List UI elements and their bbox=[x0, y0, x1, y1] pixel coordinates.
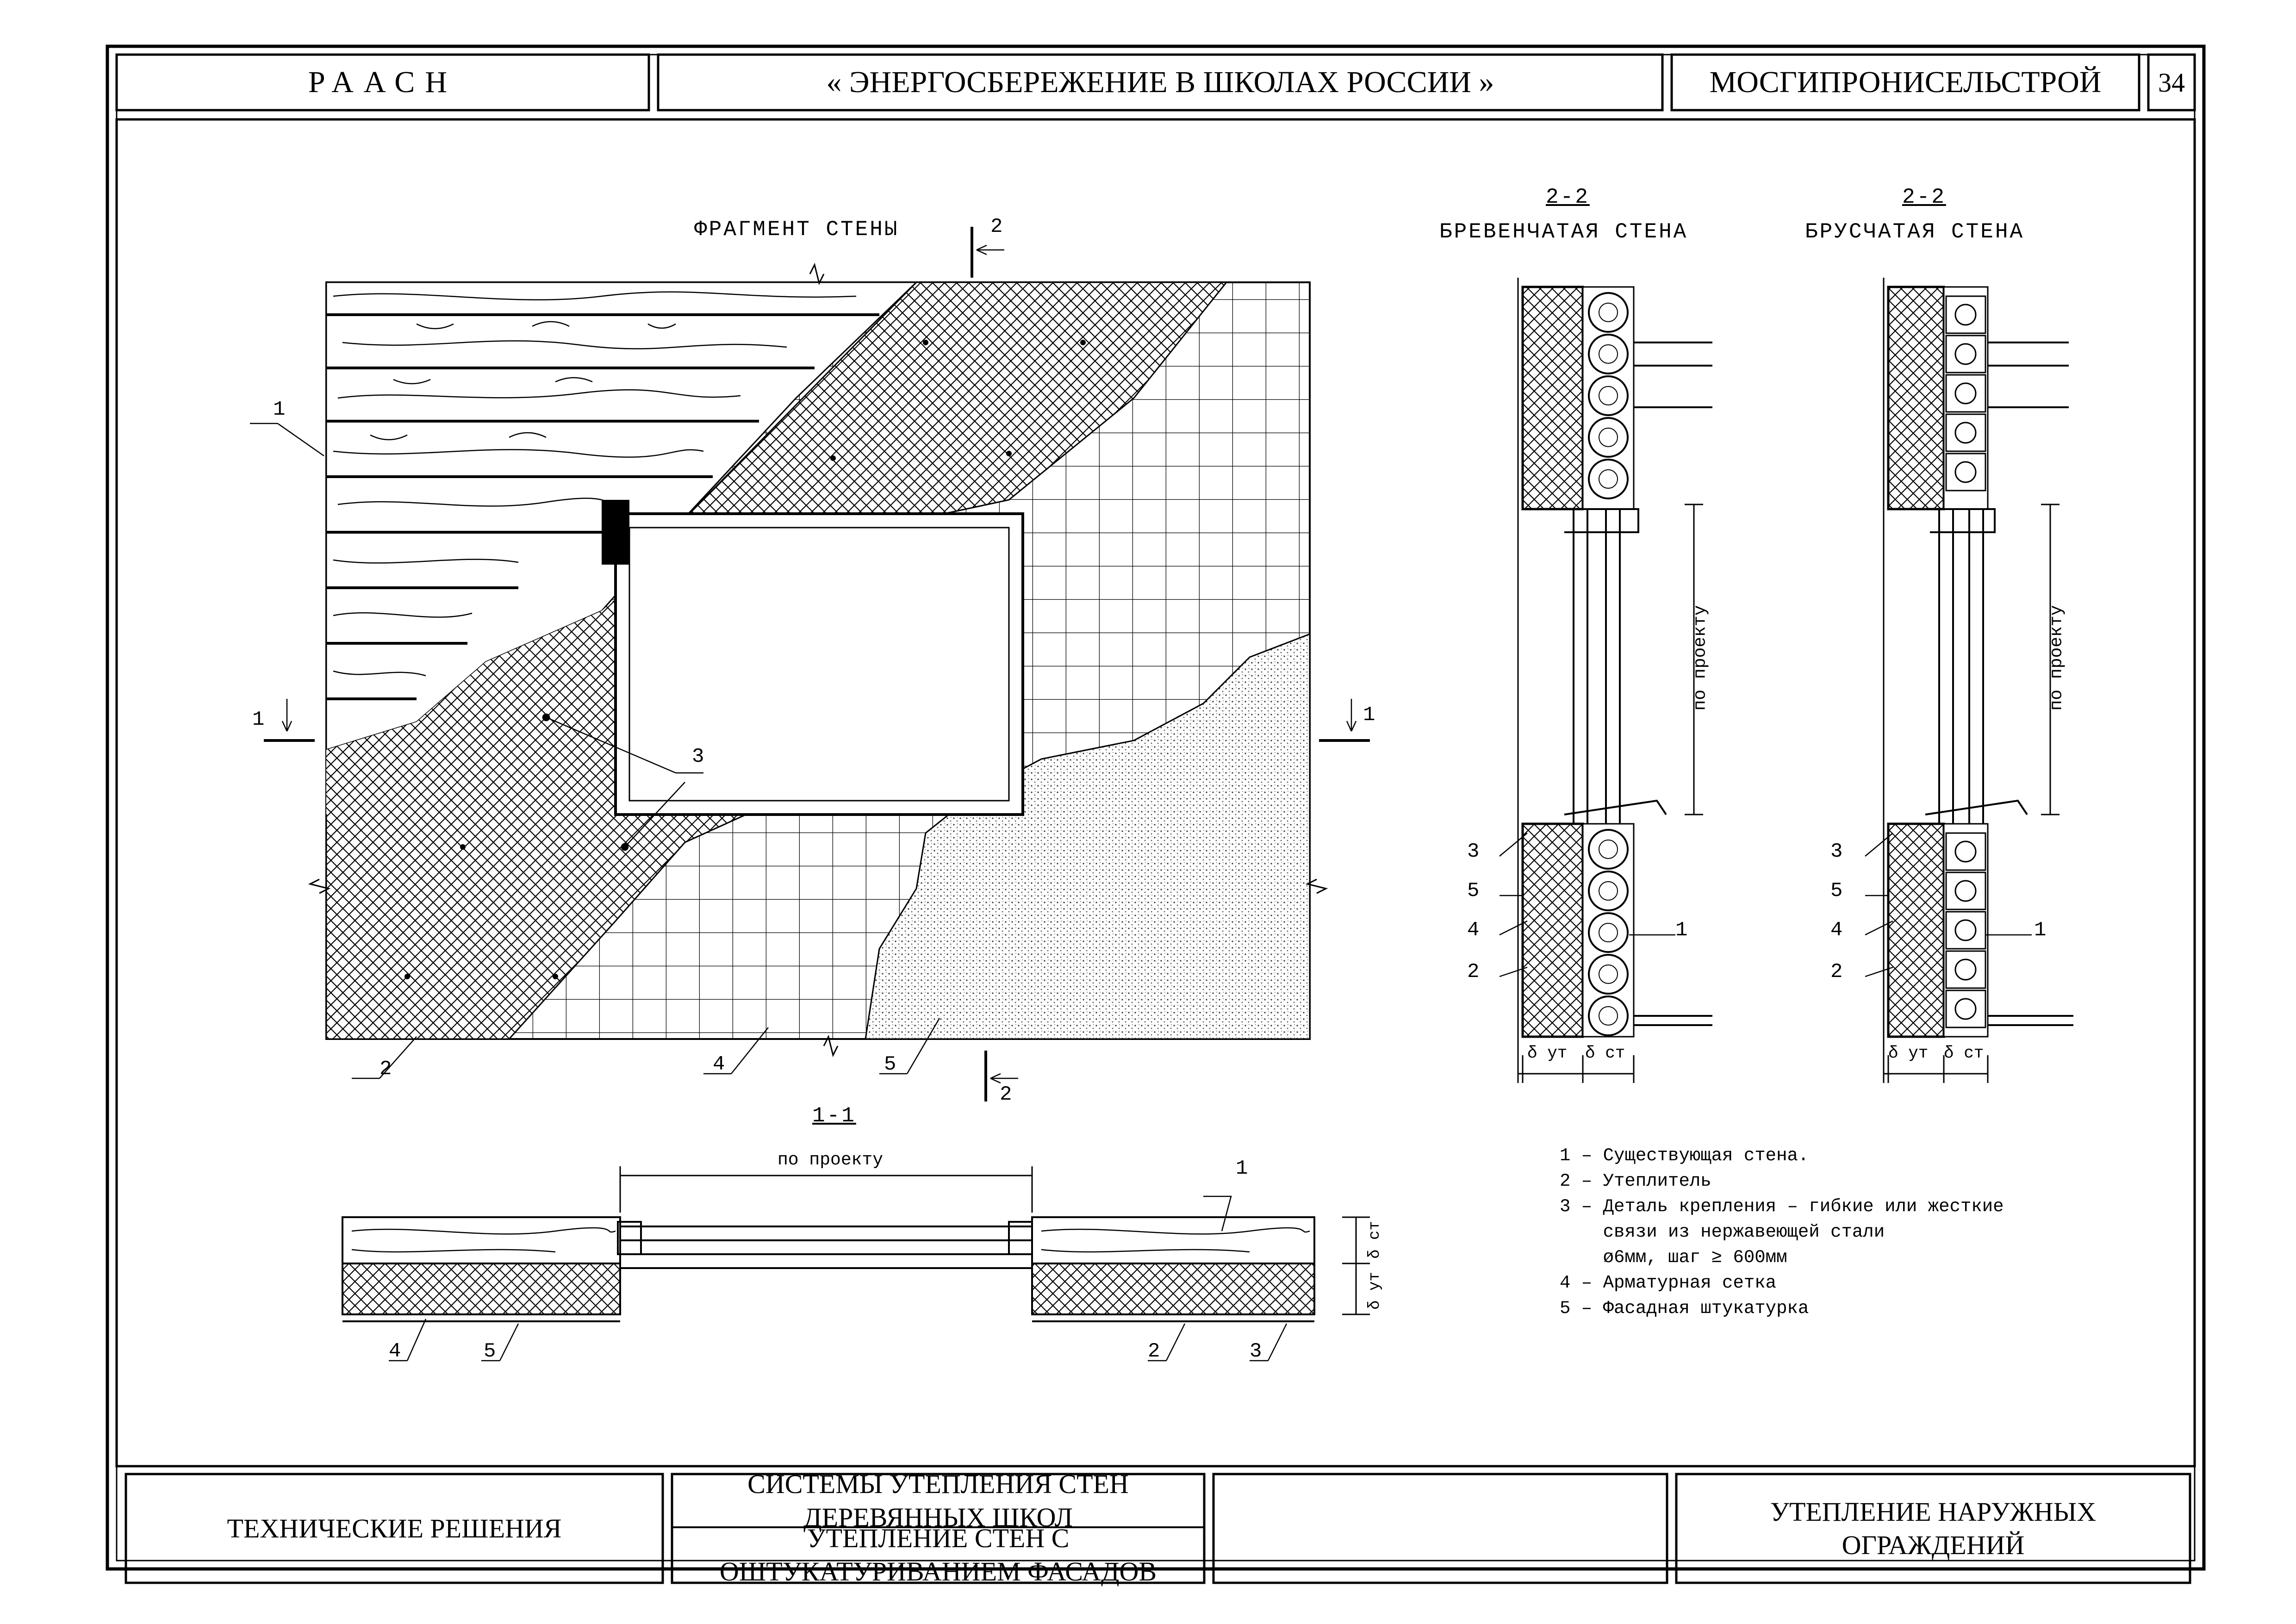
section-plan bbox=[342, 1166, 1370, 1362]
dim-by-project-log: по проекту bbox=[1690, 605, 1711, 711]
cut-2-top: 2 bbox=[990, 215, 1003, 238]
legend-item: 4 – Арматурная сетка bbox=[1560, 1273, 1777, 1293]
callout-2: 2 bbox=[1830, 960, 1843, 983]
callout-4: 4 bbox=[1830, 919, 1843, 942]
institute-name: МОСГИПРОНИСЕЛЬСТРОЙ bbox=[1709, 65, 2102, 99]
callout-4: 4 bbox=[713, 1053, 725, 1076]
drawing-area-frame bbox=[115, 118, 2196, 1468]
legend-item: 1 – Существующая стена. bbox=[1560, 1145, 1809, 1166]
wall-fragment-view bbox=[250, 227, 1370, 1101]
outer-frame bbox=[106, 44, 2206, 1571]
dim-st-beam: δ ст bbox=[1944, 1044, 1984, 1063]
callout-2: 2 bbox=[1467, 960, 1480, 983]
cut-1-left: 1 bbox=[252, 708, 265, 731]
dim-st-log: δ ст bbox=[1585, 1044, 1625, 1063]
section-log-title: БРЕВЕНЧАТАЯ СТЕНА bbox=[1439, 220, 1688, 244]
callout-5: 5 bbox=[884, 1053, 896, 1076]
footer-section: УТЕПЛЕНИЕ НАРУЖНЫХ ОГРАЖДЕНИЙ bbox=[1770, 1496, 2097, 1560]
callout-3: 3 bbox=[1467, 840, 1480, 863]
fragment-title: ФРАГМЕНТ СТЕНЫ bbox=[694, 218, 899, 242]
callout-3: 3 bbox=[1250, 1340, 1262, 1363]
section-beam-title: БРУСЧАТАЯ СТЕНА bbox=[1805, 220, 2025, 244]
legend-item: 3 – Деталь крепления – гибкие или жестки… bbox=[1560, 1196, 2004, 1217]
dim-by-project-beam: по проекту bbox=[2047, 605, 2067, 711]
section-plan-code: 1-1 bbox=[812, 1104, 856, 1128]
dim-by-project-plan: по проекту bbox=[778, 1150, 884, 1170]
section-log-code: 2-2 bbox=[1546, 185, 1590, 209]
legend-item: 5 – Фасадная штукатурка bbox=[1560, 1298, 1809, 1319]
footer-solution: УТЕПЛЕНИЕ СТЕН С ОШТУКАТУРИВАНИЕМ ФАСАДО… bbox=[719, 1523, 1157, 1587]
callout-1: 1 bbox=[2034, 919, 2047, 942]
cut-1-right: 1 bbox=[1363, 703, 1375, 727]
footer-system: СИСТЕМЫ УТЕПЛЕНИЯ СТЕН ДЕРЕВЯННЫХ ШКОЛ bbox=[747, 1468, 1129, 1532]
callout-4: 4 bbox=[389, 1340, 401, 1363]
callout-1: 1 bbox=[1675, 919, 1688, 942]
dim-ut-beam: δ ут bbox=[1888, 1044, 1929, 1063]
dim-ut-plan: δ ут bbox=[1366, 1272, 1384, 1310]
callout-1: 1 bbox=[273, 398, 286, 421]
callout-4: 4 bbox=[1467, 919, 1480, 942]
sheet-number: 34 bbox=[2158, 67, 2185, 98]
legend-item: ø6мм, шаг ≥ 600мм bbox=[1560, 1247, 1787, 1268]
legend-item: связи из нержавеющей стали bbox=[1560, 1222, 1885, 1242]
section-beam-code: 2-2 bbox=[1902, 185, 1946, 209]
cut-2-bottom: 2 bbox=[1000, 1083, 1012, 1106]
legend-item: 2 – Утеплитель bbox=[1560, 1171, 1711, 1191]
section-log-wall bbox=[1499, 278, 1712, 1083]
callout-3: 3 bbox=[1830, 840, 1843, 863]
org-name: РААСН bbox=[308, 65, 457, 99]
dim-ut-log: δ ут bbox=[1527, 1044, 1568, 1063]
section-beam-wall bbox=[1865, 278, 2073, 1083]
callout-5: 5 bbox=[1830, 879, 1843, 902]
callout-2: 2 bbox=[1148, 1340, 1160, 1363]
callout-2: 2 bbox=[380, 1058, 392, 1081]
legend: 1 – Существующая стена. 2 – Утеплитель 3… bbox=[1560, 1143, 2004, 1321]
footer-category: ТЕХНИЧЕСКИЕ РЕШЕНИЯ bbox=[227, 1513, 562, 1543]
project-title: « ЭНЕРГОСБЕРЕЖЕНИЕ В ШКОЛАХ РОССИИ » bbox=[826, 65, 1494, 99]
callout-1: 1 bbox=[1236, 1157, 1248, 1180]
dim-st-plan: δ ст bbox=[1366, 1221, 1384, 1259]
callout-5: 5 bbox=[484, 1340, 496, 1363]
callout-5: 5 bbox=[1467, 879, 1480, 902]
callout-3: 3 bbox=[692, 745, 704, 768]
